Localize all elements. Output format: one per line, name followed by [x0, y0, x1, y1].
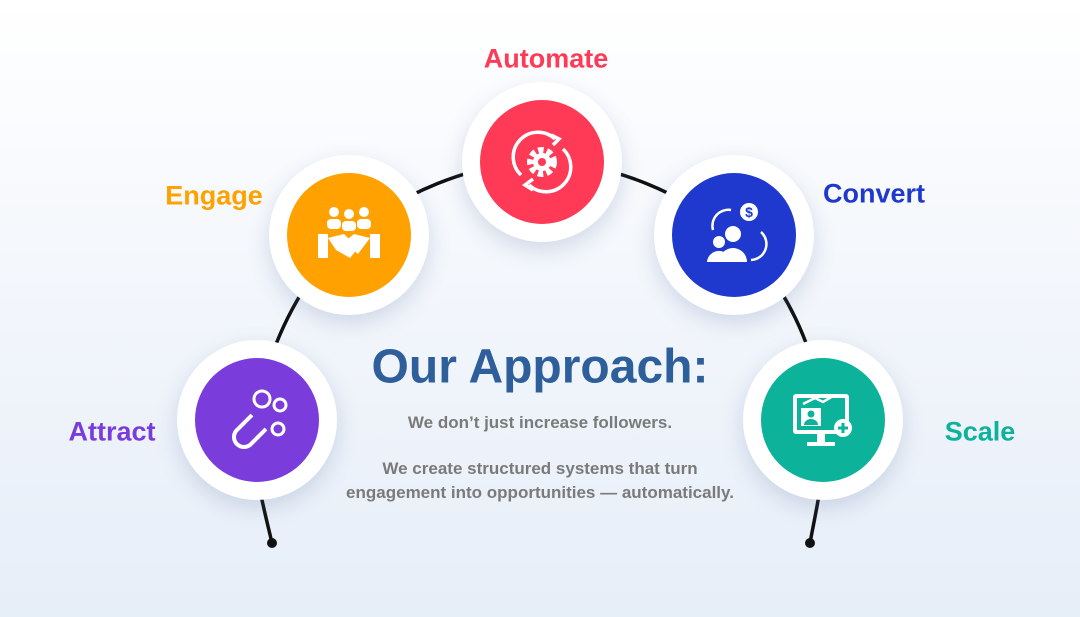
step-label-attract: Attract [68, 416, 156, 447]
magnet-people-icon [232, 389, 288, 449]
arc-end-dot-left [267, 538, 277, 548]
handshake-group-icon [318, 207, 380, 258]
arc-end-dot-right [805, 538, 815, 548]
step-attract [177, 340, 337, 500]
monitor-growth-icon [793, 394, 852, 446]
step-engage [269, 155, 429, 315]
gear-cycle-icon [511, 130, 573, 194]
step-convert: $ [654, 155, 814, 315]
people-dollar-icon: $ [707, 203, 768, 262]
body-line-1: We create structured systems that turn [382, 459, 698, 478]
step-label-automate: Automate [483, 43, 609, 74]
page-title: Our Approach: [371, 340, 709, 394]
intro-line: We don’t just increase followers. [407, 413, 673, 432]
step-label-convert: Convert [822, 178, 926, 209]
step-scale [743, 340, 903, 500]
step-automate [462, 82, 622, 242]
svg-text:$: $ [745, 204, 753, 220]
step-label-engage: Engage [165, 180, 263, 211]
step-label-scale: Scale [944, 416, 1016, 447]
body-line-2: engagement into opportunities — automati… [346, 483, 734, 502]
